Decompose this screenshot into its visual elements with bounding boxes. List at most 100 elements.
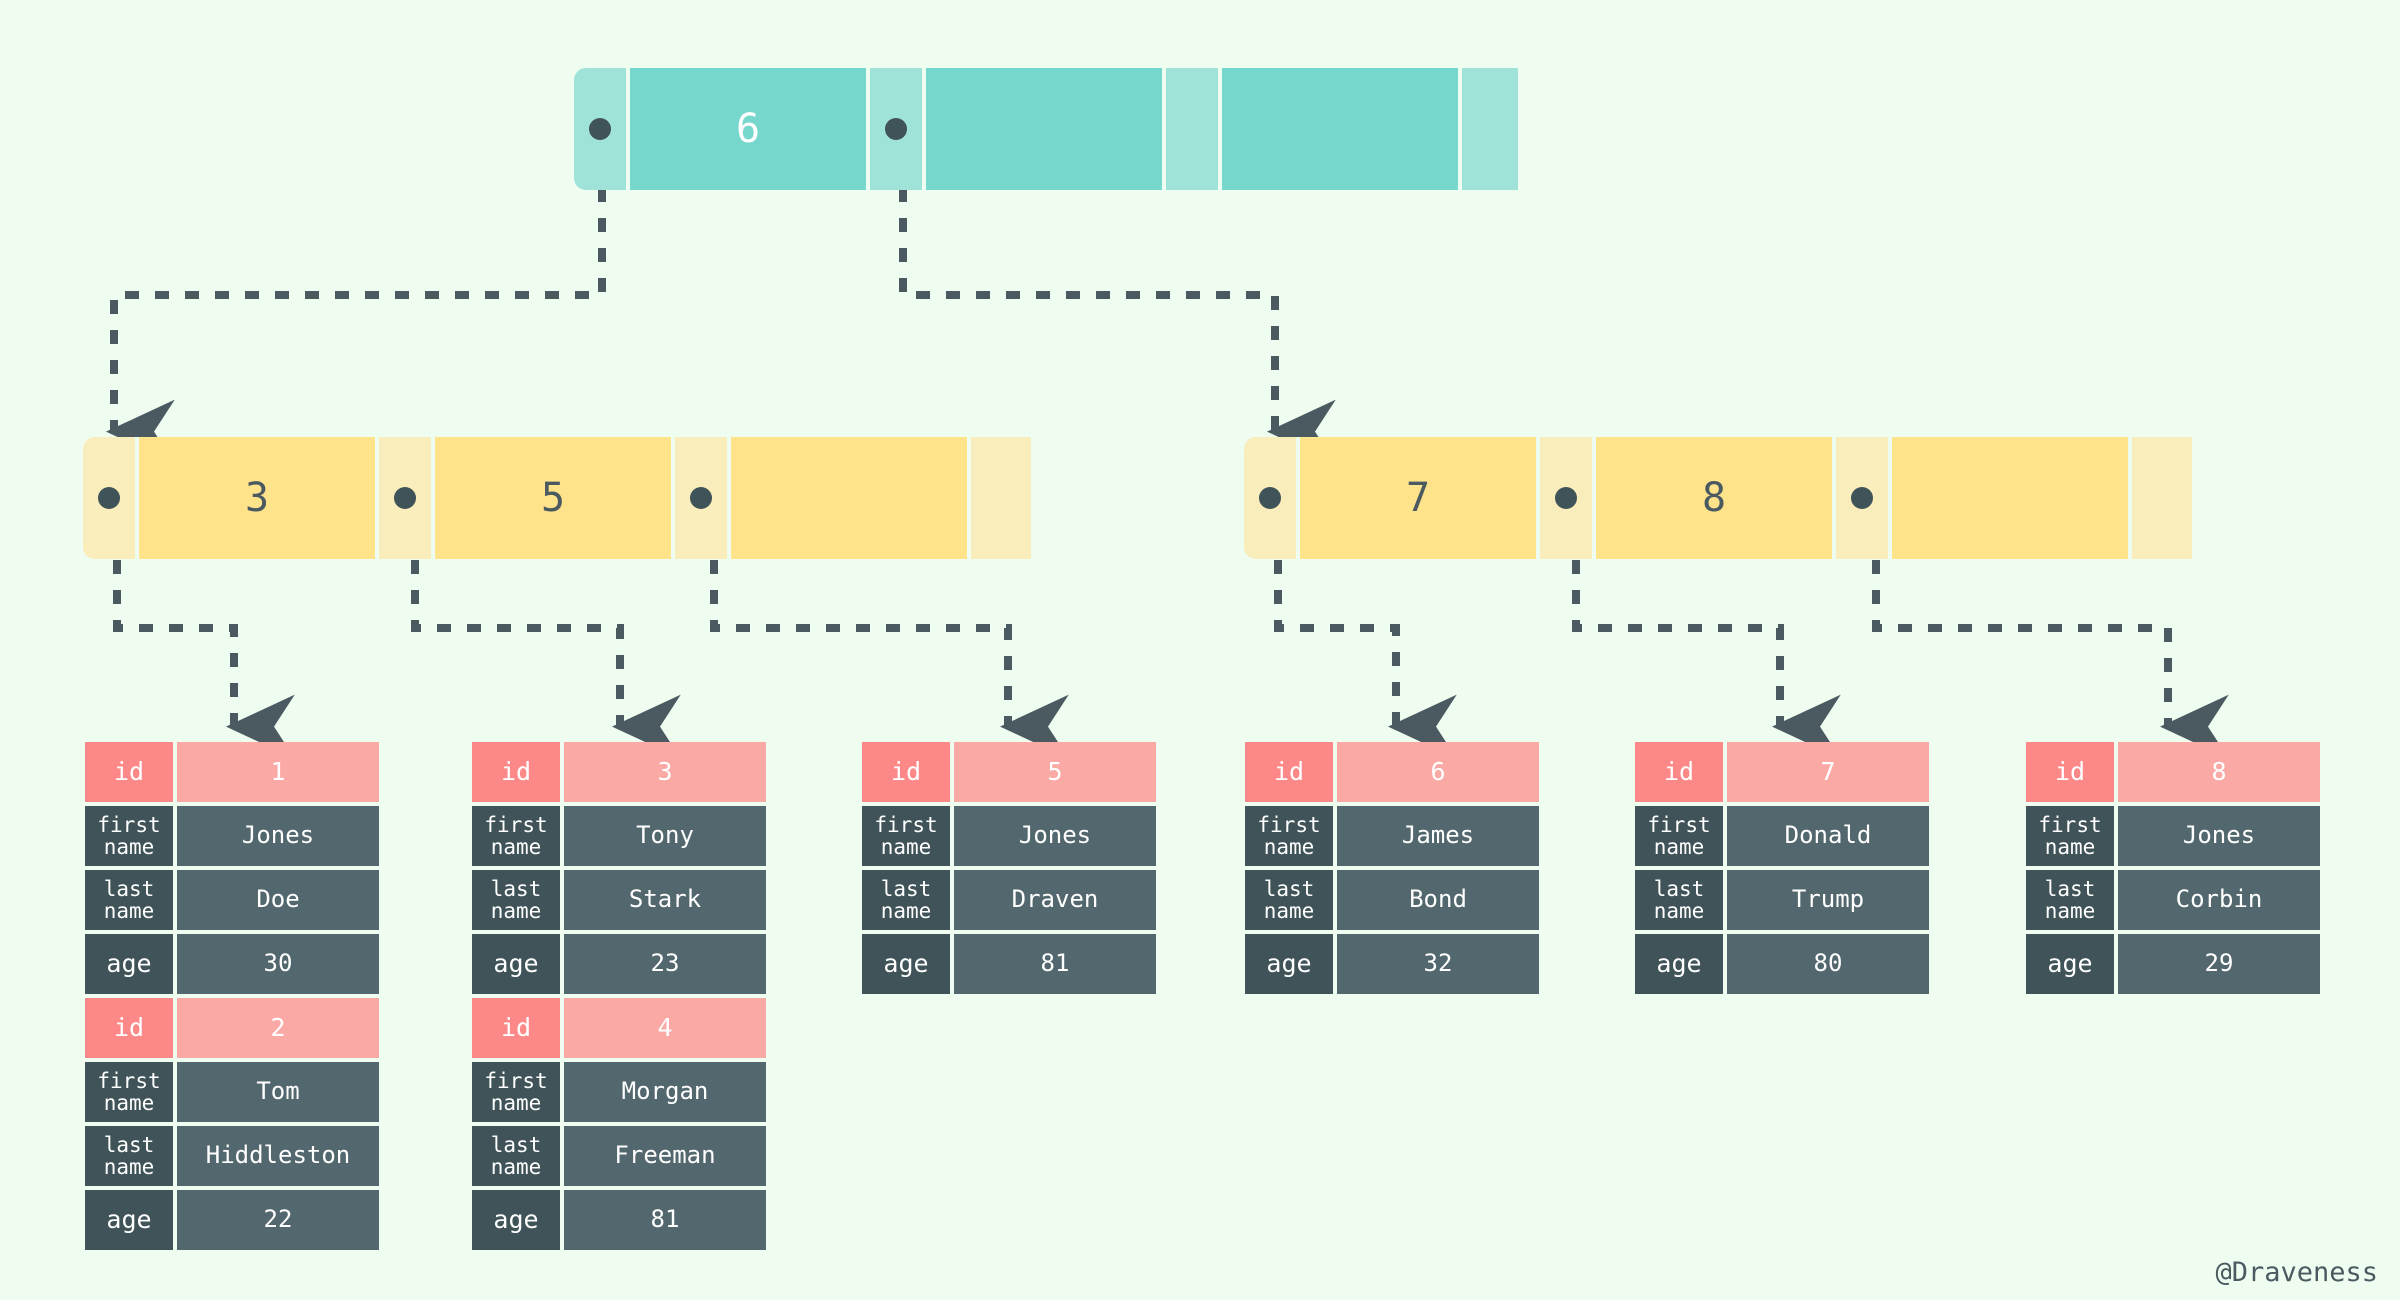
left-leaf-key-cell-2[interactable]: [731, 437, 971, 559]
wire-leftleaf-p2: [411, 560, 681, 759]
left-leaf-pointer-cell-1[interactable]: [379, 437, 435, 559]
root-index-node[interactable]: 6: [574, 68, 1532, 190]
left-leaf-key-cell-0[interactable]: 3: [139, 437, 379, 559]
filled-circle-pointer-icon: [1851, 487, 1873, 509]
filled-circle-pointer-icon: [1259, 487, 1281, 509]
record-value-age: 81: [954, 934, 1156, 994]
right-leaf-key-cell-1[interactable]: 8: [1596, 437, 1836, 559]
filled-circle-pointer-icon: [394, 487, 416, 509]
filled-circle-pointer-icon: [885, 118, 907, 140]
record-value-id: 2: [177, 998, 379, 1058]
root-key-label-0: 6: [735, 106, 761, 152]
record-value-last-name: Hiddleston: [177, 1126, 379, 1186]
right-leaf-key-cell-2[interactable]: [1892, 437, 2132, 559]
left-leaf-key-cell-1[interactable]: 5: [435, 437, 675, 559]
record-value-first-name: Morgan: [564, 1062, 766, 1122]
leaf-index-node-left[interactable]: 3 5: [83, 437, 1042, 559]
record-value-age: 30: [177, 934, 379, 994]
record-row-id: id 5: [862, 742, 1156, 802]
record-value-last-name: Corbin: [2118, 870, 2320, 930]
watermark: @Draveness: [2215, 1257, 2378, 1288]
record-field-label-id: id: [85, 742, 173, 802]
record-value-age: 32: [1337, 934, 1539, 994]
record-value-last-name: Doe: [177, 870, 379, 930]
record-value-last-name: Freeman: [564, 1126, 766, 1186]
record-value-first-name: Donald: [1727, 806, 1929, 866]
left-leaf-pointer-cell-0[interactable]: [83, 437, 139, 559]
wire-leftleaf-p3: [710, 560, 1069, 759]
right-leaf-pointer-cell-3[interactable]: [2132, 437, 2192, 559]
record-value-age: 81: [564, 1190, 766, 1250]
root-pointer-cell-0[interactable]: [574, 68, 630, 190]
record-value-last-name: Trump: [1727, 870, 1929, 930]
root-pointer-cell-1[interactable]: [870, 68, 926, 190]
root-key-cell-1[interactable]: [926, 68, 1166, 190]
right-leaf-pointer-cell-1[interactable]: [1540, 437, 1596, 559]
record-row-id: id 2: [85, 998, 379, 1058]
wire-leftleaf-p1: [113, 560, 295, 759]
record-row-id: id 1: [85, 742, 379, 802]
record-field-label-id: id: [85, 998, 173, 1058]
record-value-first-name: Jones: [177, 806, 379, 866]
record-value-id: 3: [564, 742, 766, 802]
record-field-label-id: id: [1635, 742, 1723, 802]
record-value-id: 7: [1727, 742, 1929, 802]
record-field-label-age: age: [85, 934, 173, 994]
right-leaf-pointer-cell-2[interactable]: [1836, 437, 1892, 559]
record-row-age: age 32: [1245, 934, 1539, 994]
root-pointer-cell-2[interactable]: [1166, 68, 1222, 190]
record-row-age: age 80: [1635, 934, 1929, 994]
right-leaf-pointer-cell-0[interactable]: [1244, 437, 1300, 559]
right-leaf-key-cell-0[interactable]: 7: [1300, 437, 1540, 559]
record-value-first-name: Jones: [2118, 806, 2320, 866]
root-key-cell-0[interactable]: 6: [630, 68, 870, 190]
record-value-first-name: James: [1337, 806, 1539, 866]
record-field-label-age: age: [1245, 934, 1333, 994]
record-value-first-name: Tony: [564, 806, 766, 866]
left-leaf-pointer-cell-3[interactable]: [971, 437, 1031, 559]
record-value-age: 29: [2118, 934, 2320, 994]
record-value-id: 4: [564, 998, 766, 1058]
left-leaf-pointer-cell-2[interactable]: [675, 437, 731, 559]
right-leaf-key-label-1: 8: [1701, 475, 1727, 521]
record-row-age: age 22: [85, 1190, 379, 1250]
root-key-cell-2[interactable]: [1222, 68, 1462, 190]
record-field-label-id: id: [1245, 742, 1333, 802]
filled-circle-pointer-icon: [1555, 487, 1577, 509]
right-leaf-key-label-0: 7: [1405, 475, 1431, 521]
left-leaf-key-label-1: 5: [540, 475, 566, 521]
leaf-index-node-right[interactable]: 7 8: [1244, 437, 2203, 559]
root-pointer-cell-3[interactable]: [1462, 68, 1518, 190]
record-value-id: 5: [954, 742, 1156, 802]
record-field-label-id: id: [862, 742, 950, 802]
record-field-label-age: age: [862, 934, 950, 994]
record-row-age: age 29: [2026, 934, 2320, 994]
record-row-id: id 6: [1245, 742, 1539, 802]
record-field-label-age: age: [472, 1190, 560, 1250]
filled-circle-pointer-icon: [98, 487, 120, 509]
record-value-age: 80: [1727, 934, 1929, 994]
record-field-label-id: id: [2026, 742, 2114, 802]
wire-root-to-left: [105, 128, 606, 464]
